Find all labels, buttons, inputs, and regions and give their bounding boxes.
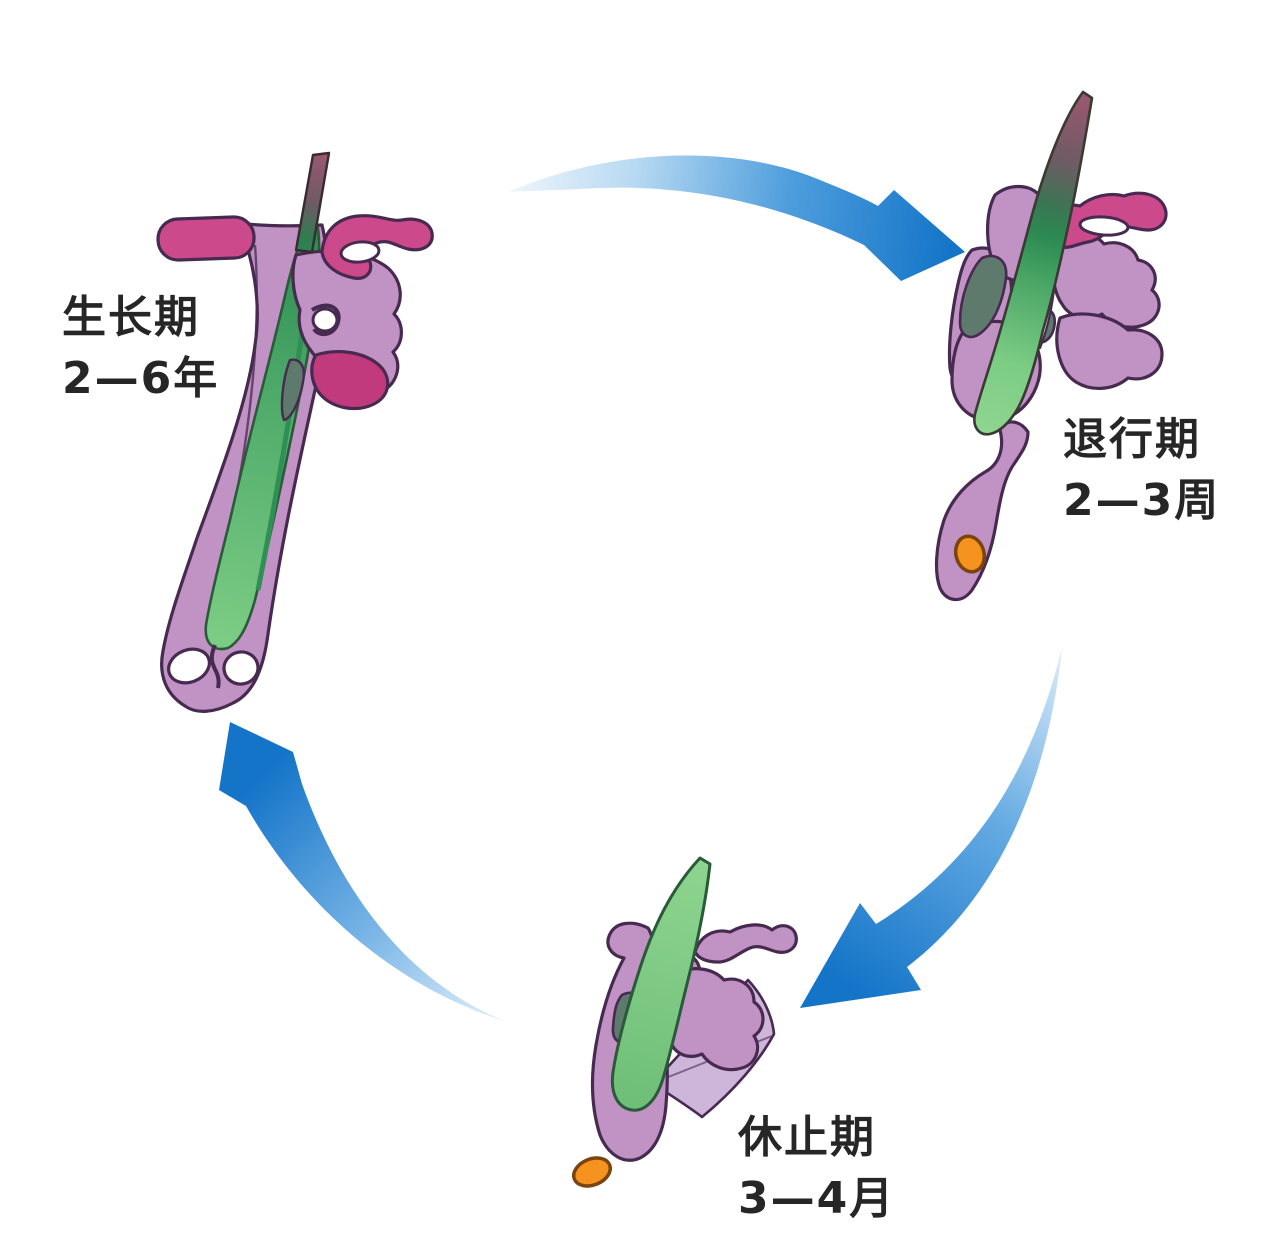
telogen-club-hair <box>610 856 712 1112</box>
telogen-stage-label: 休止期 3—4月 <box>738 1108 895 1229</box>
anagen-follicle-illustration <box>156 151 434 713</box>
telogen-epidermis-arm <box>693 923 798 964</box>
telogen-follicle-illustration <box>571 856 798 1188</box>
anagen-gland-crescent <box>310 350 390 411</box>
telogen-stage-name: 休止期 <box>738 1112 876 1163</box>
anagen-epidermis-left <box>156 215 256 262</box>
catagen-stage-name: 退行期 <box>1063 414 1201 465</box>
anagen-hair-shaft <box>294 151 331 254</box>
catagen-dermal-papilla <box>953 534 987 574</box>
catagen-follicle-illustration <box>934 90 1168 602</box>
anagen-bulb-notch-right <box>222 650 260 686</box>
catagen-stage-label: 退行期 2—3周 <box>1063 410 1220 531</box>
telogen-dermal-papilla <box>571 1156 613 1188</box>
catagen-body-lower-right <box>1055 312 1164 390</box>
catagen-shadow-left <box>958 254 1008 339</box>
catagen-body-right <box>1049 230 1161 329</box>
anagen-stage-duration: 2—6年 <box>62 352 220 404</box>
arrow-telogen-to-anagen-icon <box>219 722 508 1022</box>
anagen-shadow-sliver <box>280 358 305 422</box>
anagen-stage-name: 生长期 <box>62 292 200 343</box>
anagen-stage-label: 生长期 2—6年 <box>62 288 219 409</box>
telogen-stage-duration: 3—4月 <box>738 1172 896 1224</box>
catagen-follicle-tail <box>934 420 1030 602</box>
arrow-catagen-to-telogen-icon <box>800 648 1062 1008</box>
anagen-bulb-notch-left <box>167 647 211 685</box>
arrow-anagen-to-catagen-icon <box>508 155 965 281</box>
catagen-hair-shaft <box>973 90 1094 436</box>
catagen-stage-duration: 2—3周 <box>1063 474 1221 526</box>
